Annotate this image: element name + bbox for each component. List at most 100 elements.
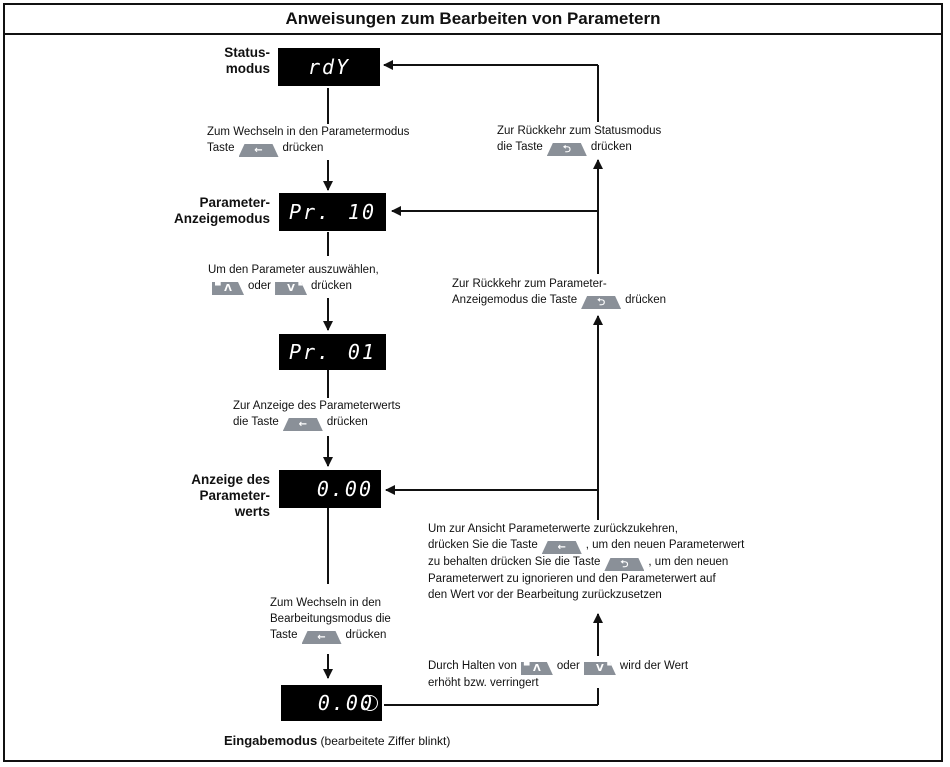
param-selected-display: Pr. 01 [279, 334, 386, 370]
status-display: rdY [278, 48, 380, 86]
note-return-param-display: Zur Rückkehr zum Parameter- Anzeigemodus… [452, 276, 666, 309]
note-line: die Taste ⮌ drücken [497, 139, 661, 156]
status-label-line1: Status- [224, 45, 270, 60]
escape-key-glyph: ⮌ [562, 144, 571, 155]
note-return-value-view: Um zur Ansicht Parameterwerte zurückzuke… [428, 521, 744, 603]
up-key-icon: ▀Λ [212, 282, 244, 295]
note-text: Durch Halten von [428, 660, 517, 672]
enter-key-icon: ← [301, 631, 342, 644]
escape-key-icon: ⮌ [581, 296, 622, 309]
note-line: Zum Wechseln in den [270, 597, 382, 609]
note-line: Um den Parameter auszuwählen, [208, 264, 379, 276]
note-text: die Taste [233, 416, 279, 428]
enter-key-glyph: ← [557, 542, 566, 553]
escape-key-glyph: ⮌ [597, 297, 606, 308]
up-key-mark: ▀ [523, 661, 530, 670]
escape-key-glyph: ⮌ [620, 559, 629, 570]
edit-mode-caption: Eingabemodus (bearbeitete Ziffer blinkt) [224, 733, 450, 748]
escape-key-icon: ⮌ [604, 558, 645, 571]
note-line: die Taste ← drücken [233, 414, 400, 431]
note-line: Taste ← drücken [270, 627, 391, 644]
note-text: drücken [590, 141, 632, 153]
param-label-line1: Parameter- [199, 195, 270, 210]
status-display-text: rdY [307, 55, 351, 79]
value-label-line1: Anzeige des [191, 472, 270, 487]
note-text: drücken [326, 416, 368, 428]
note-text: zu behalten drücken Sie die Taste [428, 556, 601, 568]
up-key-glyph: Λ [224, 283, 232, 294]
note-text: Taste [207, 142, 235, 154]
param-number-text: 10 [347, 200, 376, 224]
edit-mode-label: Eingabemodus [224, 733, 318, 748]
note-text: drücken Sie die Taste [428, 539, 538, 551]
note-text: oder [556, 660, 580, 672]
down-key-glyph: V [596, 663, 604, 674]
param-display: Pr. 10 [279, 193, 386, 231]
down-key-glyph: V [287, 283, 295, 294]
note-enter-edit-mode: Zum Wechseln in den Bearbeitungsmodus di… [270, 595, 391, 644]
note-line: Anzeigemodus die Taste ⮌ drücken [452, 292, 666, 309]
enter-key-icon: ← [238, 144, 279, 157]
note-enter-param-mode: Zum Wechseln in den Parametermodus Taste… [207, 124, 409, 157]
param-selected-prefix-text: Pr. [289, 340, 332, 364]
note-text: Taste [270, 629, 298, 641]
note-line: erhöht bzw. verringert [428, 677, 539, 689]
enter-key-glyph: ← [254, 145, 263, 156]
note-line: den Wert vor der Bearbeitung zurückzuset… [428, 589, 662, 601]
blinking-digit-ring [362, 695, 378, 711]
enter-key-glyph: ← [317, 632, 326, 643]
note-show-value: Zur Anzeige des Parameterwerts die Taste… [233, 398, 400, 431]
status-mode-label: Status- modus [180, 45, 270, 77]
note-return-status: Zur Rückkehr zum Statusmodus die Taste⮌d… [497, 123, 661, 156]
value-display-mode-label: Anzeige des Parameter- werts [150, 472, 270, 520]
note-line: zu behalten drücken Sie die Taste ⮌ , um d… [428, 554, 744, 571]
note-text: Anzeigemodus die Taste [452, 294, 578, 306]
note-line: Bearbeitungsmodus die [270, 613, 391, 625]
param-display-mode-label: Parameter- Anzeigemodus [130, 195, 270, 227]
status-label-line2: modus [225, 61, 270, 76]
note-line: Zur Anzeige des Parameterwerts [233, 400, 401, 412]
note-line: Zur Rückkehr zum Parameter- [452, 278, 607, 290]
note-text: , um den neuen Parameterwert [585, 539, 745, 551]
note-line: Zur Rückkehr zum Statusmodus [497, 125, 662, 137]
value-label-line2: Parameter- [199, 488, 270, 503]
down-key-icon: V▀ [583, 661, 616, 675]
down-key-mark: ▀ [607, 661, 613, 670]
note-text: oder [248, 280, 272, 292]
down-key-icon: V▀ [275, 281, 308, 295]
note-text: drücken [282, 142, 324, 154]
enter-key-icon: ← [282, 418, 323, 431]
diagram-title: Anweisungen zum Bearbeiten von Parameter… [5, 5, 941, 35]
note-text: wird der Wert [619, 660, 689, 672]
param-label-line2: Anzeigemodus [173, 211, 270, 226]
up-key-icon: ▀Λ [520, 661, 553, 675]
up-key-glyph: Λ [532, 663, 541, 674]
down-key-mark: ▀ [298, 281, 305, 290]
escape-key-icon: ⮌ [546, 143, 587, 156]
note-text: drücken [625, 294, 667, 306]
note-line: Um zur Ansicht Parameterwerte zurückzuke… [428, 523, 678, 535]
param-prefix-text: Pr. [289, 200, 332, 224]
note-line: Taste ← drücken [207, 140, 409, 157]
diagram-frame: Anweisungen zum Bearbeiten von Parameter… [3, 3, 943, 762]
note-line: Parameterwert zu ignorieren und den Para… [428, 573, 716, 585]
note-text: die Taste [497, 141, 543, 153]
note-text: drücken [311, 280, 352, 292]
value-label-line3: werts [234, 504, 270, 519]
value-display-text: 0.00 [316, 477, 373, 501]
enter-key-glyph: ← [298, 419, 308, 430]
param-selected-number-text: 01 [347, 340, 376, 364]
note-line: drücken Sie die Taste ← , um den neuen Par… [428, 537, 744, 554]
edit-mode-note: (bearbeitete Ziffer blinkt) [320, 734, 451, 748]
note-line: Zum Wechseln in den Parametermodus [207, 126, 410, 138]
value-display: 0.00 [279, 470, 381, 508]
enter-key-icon: ← [541, 541, 582, 554]
note-text: drücken [345, 629, 387, 641]
up-key-mark: ▀ [215, 281, 221, 290]
note-text: , um den neuen [648, 556, 729, 568]
